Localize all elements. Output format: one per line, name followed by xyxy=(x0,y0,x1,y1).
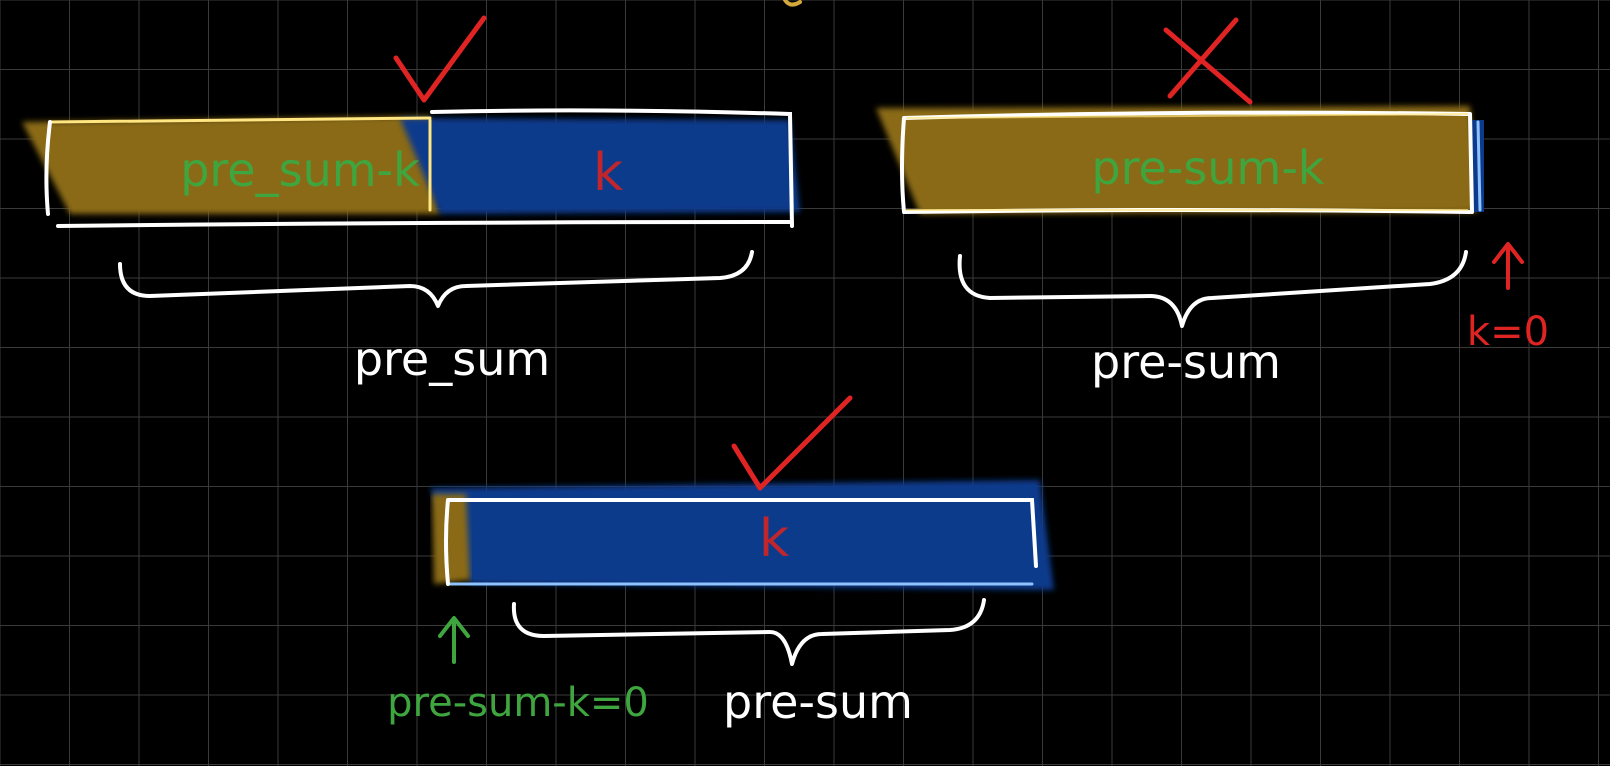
diagram-3-arrow-up-icon xyxy=(438,616,470,664)
diagram-1-outline xyxy=(44,108,794,228)
diagram-3-blue-fill xyxy=(430,480,1054,590)
diagram-1-blue-fill xyxy=(400,118,800,214)
diagram-2-arrow-label: k=0 xyxy=(1467,309,1549,355)
diagram-3-yellow-strip xyxy=(432,494,470,584)
diagram-3-outline xyxy=(444,498,1038,586)
diagram-2-yellow-fill xyxy=(876,106,1478,214)
diagram-1-brace-label: pre_sum xyxy=(354,332,550,386)
diagram-2-brace-label: pre-sum xyxy=(1091,335,1281,389)
diagram-3-arrow-label: pre-sum-k=0 xyxy=(387,680,649,726)
diagram-1-brace xyxy=(118,250,754,308)
diagram-2-outline xyxy=(900,110,1474,214)
diagram-3-brace xyxy=(511,598,986,666)
diagram-3: k pre-sum pre-sum-k=0 xyxy=(387,395,1054,729)
diagram-1: pre_sum-k k pre_sum xyxy=(22,15,800,386)
diagram-2-brace xyxy=(957,250,1468,328)
diagram-2-segment-label: pre-sum-k xyxy=(1091,141,1325,195)
top-edge-mark xyxy=(783,0,802,7)
diagram-3-brace-label: pre-sum xyxy=(723,675,913,729)
diagram-2-blue-edge xyxy=(1476,120,1482,212)
diagram-1-yellow-fill xyxy=(22,116,440,214)
check-icon xyxy=(731,395,853,491)
diagram-3-segment-label: k xyxy=(759,509,789,569)
diagram-1-top-yellow-edge xyxy=(48,116,432,124)
diagram-2-arrow-up-icon xyxy=(1492,242,1524,290)
cross-icon xyxy=(1163,17,1253,105)
diagram-2-yellow-edges xyxy=(905,113,1469,211)
diagram-1-segment-right-label: k xyxy=(593,143,623,203)
diagram-2: pre-sum-k pre-sum k=0 xyxy=(876,17,1549,389)
diagram-1-segment-left-label: pre_sum-k xyxy=(180,143,420,197)
check-icon xyxy=(393,15,487,103)
